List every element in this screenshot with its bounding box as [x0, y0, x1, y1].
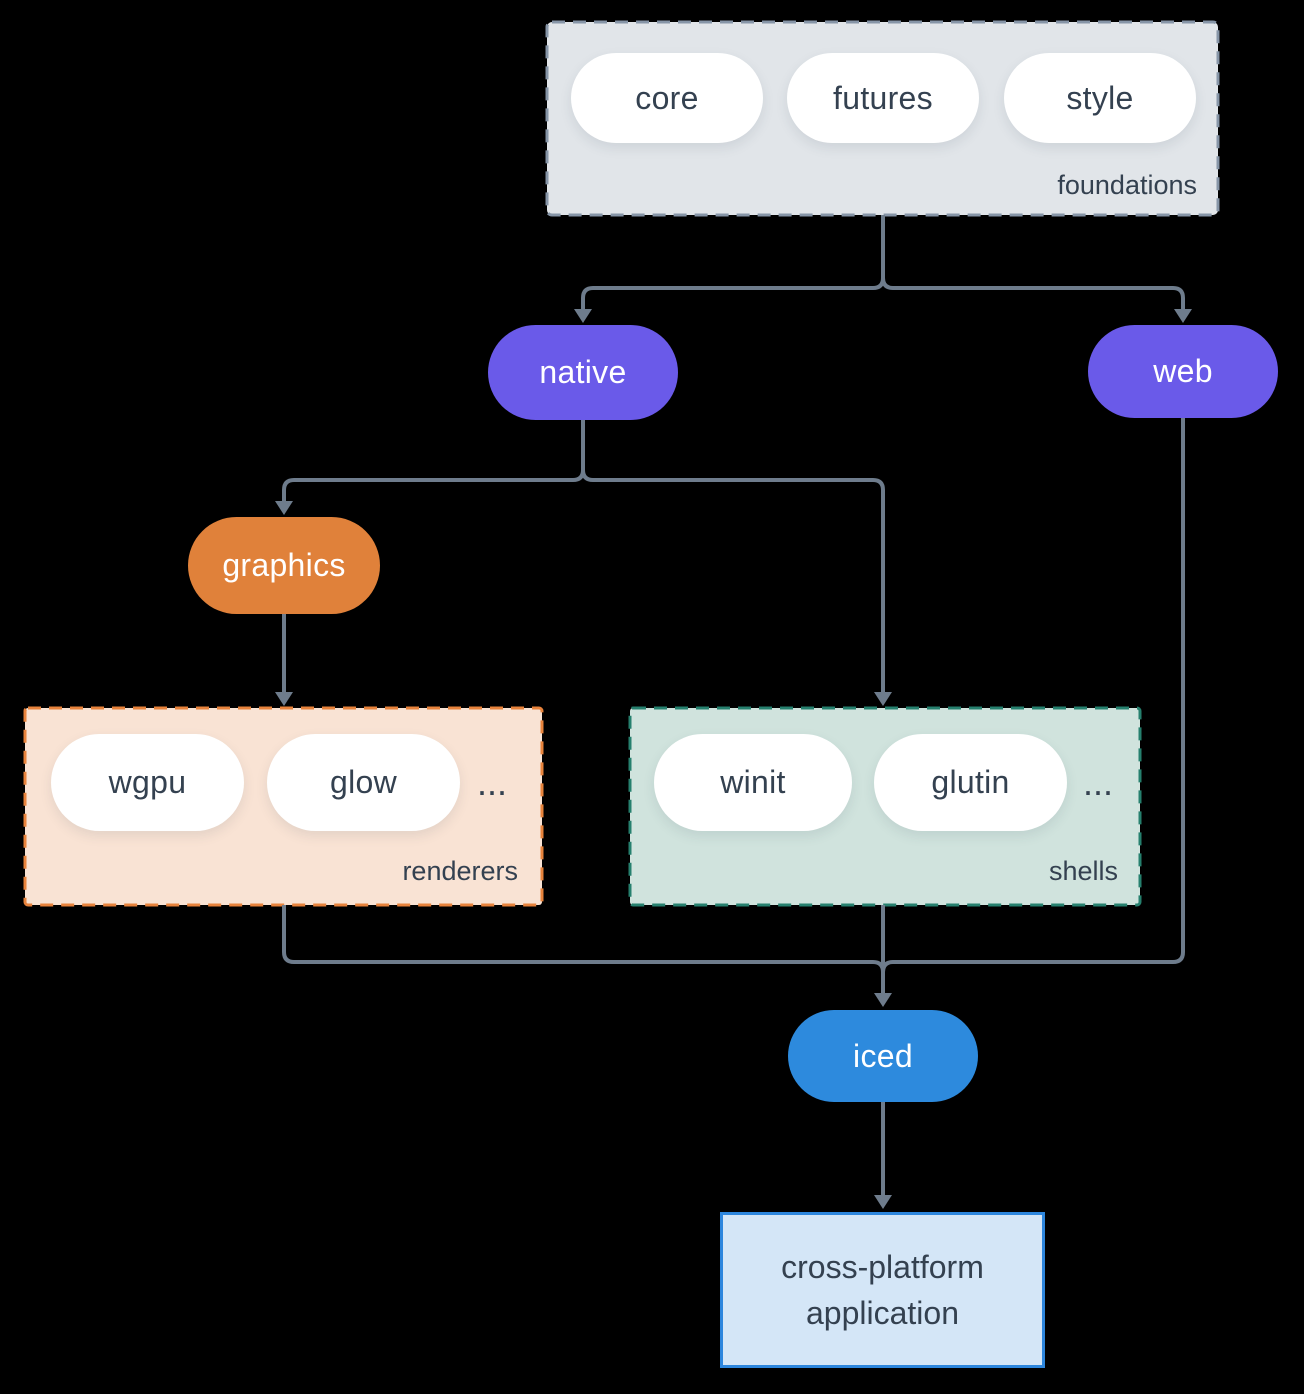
arrow-renderers-to-iced: [282, 905, 885, 980]
application-label-line1: cross-platform: [781, 1249, 984, 1285]
shells-group-label: shells: [1048, 856, 1118, 886]
arrow-native-to-shells: [581, 420, 885, 693]
node-glow: glow: [267, 734, 460, 831]
foundations-group-label: foundations: [1057, 170, 1197, 200]
node-iced: iced: [788, 1010, 978, 1102]
renderers-ellipsis: ...: [476, 762, 507, 803]
node-web: web: [1088, 325, 1278, 418]
arrowhead-renderers: [275, 692, 293, 706]
application-label-line2: application: [806, 1295, 959, 1331]
node-core: core: [571, 53, 763, 143]
node-style: style: [1004, 53, 1196, 143]
node-glutin: glutin: [874, 734, 1067, 831]
renderers-group-label: renderers: [402, 856, 518, 886]
cross-platform-application-box: cross-platform application: [720, 1212, 1045, 1368]
arrowhead-web: [1174, 309, 1192, 323]
shells-ellipsis: ...: [1082, 762, 1113, 803]
arrowhead-graphics: [275, 501, 293, 515]
node-graphics: graphics: [188, 517, 380, 614]
arrowhead-iced: [874, 993, 892, 1007]
node-native: native: [488, 325, 678, 420]
arrow-foundations-to-native: [581, 215, 885, 310]
node-wgpu: wgpu: [51, 734, 244, 831]
node-winit: winit: [654, 734, 852, 831]
arrow-foundations-to-web: [881, 215, 1185, 310]
node-futures: futures: [787, 53, 979, 143]
arrowhead-application: [874, 1195, 892, 1209]
arrowhead-native: [574, 309, 592, 323]
arrowhead-shells: [874, 692, 892, 706]
arrow-native-to-graphics: [282, 420, 585, 502]
